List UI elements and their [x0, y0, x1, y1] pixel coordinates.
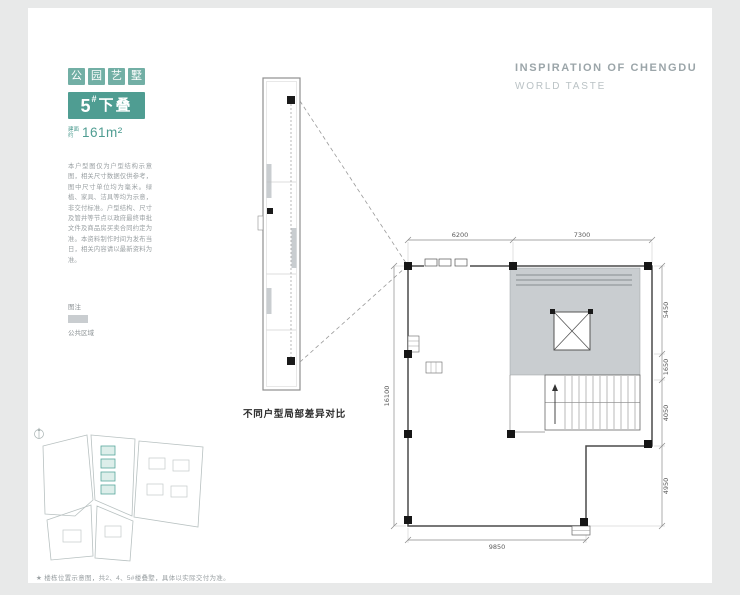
brand-title: 公 园 艺 墅 [68, 68, 145, 85]
dim-top-left: 6200 [452, 231, 469, 239]
unit-number: 5 [80, 95, 91, 116]
dim-right-3: 4050 [662, 405, 670, 422]
area-prefix: 建面 约 [68, 127, 79, 139]
disclaimer-text: 本户型图仅为户型结构示意图，相关尺寸数据仅供参考，图中尺寸单位均为毫米。绿植、家… [68, 163, 152, 264]
dim-bottom: 9850 [489, 543, 506, 551]
unit-type-label: 下叠 [98, 97, 133, 114]
strip-column [267, 208, 273, 214]
strip-column [287, 357, 295, 365]
legend: 图注 公共区域 [68, 301, 94, 337]
brand-char-box: 艺 [108, 68, 125, 85]
dim-right-2: 1650 [662, 359, 670, 376]
footnote-text: ★ 楼栋位置示意图，共2、4、5#楼叠墅，具体以实际交付为准。 [36, 575, 230, 582]
slogan: INSPIRATION OF CHENGDU WORLD TASTE [515, 62, 697, 92]
area-prefix-bottom: 约 [68, 133, 74, 139]
brand-char-box: 公 [68, 68, 85, 85]
legend-item-label: 公共区域 [68, 330, 94, 337]
strip-public-area [266, 164, 272, 198]
interior-walls [509, 375, 545, 433]
projection-lines [299, 100, 407, 363]
unit-hash-sign: # [91, 94, 97, 104]
north-arrow-icon [34, 427, 44, 439]
site-parcels [42, 434, 204, 562]
strip-column [287, 96, 295, 104]
staircase [544, 374, 641, 431]
slogan-line-2: WORLD TASTE [515, 81, 607, 92]
core-louver-lines [516, 274, 632, 286]
brand-char-box: 墅 [128, 68, 145, 85]
slogan-line-1: INSPIRATION OF CHENGDU [515, 62, 698, 74]
area-prefix-top: 建面 [68, 127, 80, 133]
structural-columns [404, 262, 652, 526]
entry-doors [424, 258, 470, 268]
brand-char-box: 园 [88, 68, 105, 85]
area-value: 161m² [82, 125, 123, 140]
extension-lines [395, 242, 665, 543]
unit-area: 建面 约 161m² [68, 126, 123, 140]
main-floorplan: 6200 7300 5450 1650 4050 4950 16100 9850 [383, 231, 670, 551]
elevator [550, 309, 593, 351]
dimension-lines [390, 236, 666, 544]
dim-top-right: 7300 [574, 231, 591, 239]
site-plan [34, 427, 204, 562]
dim-left: 16100 [383, 386, 391, 407]
dim-right-1: 5450 [662, 302, 670, 319]
public-area-swatch [68, 315, 88, 323]
unit-badge: 5 # 下叠 [68, 92, 145, 119]
comparison-strip-plan [257, 77, 301, 391]
comparison-caption: 不同户型局部差异对比 [243, 409, 347, 420]
other-buildings [62, 457, 190, 543]
dim-right-4: 4950 [662, 478, 670, 495]
legend-title: 图注 [68, 304, 81, 311]
highlighted-buildings [100, 445, 116, 495]
